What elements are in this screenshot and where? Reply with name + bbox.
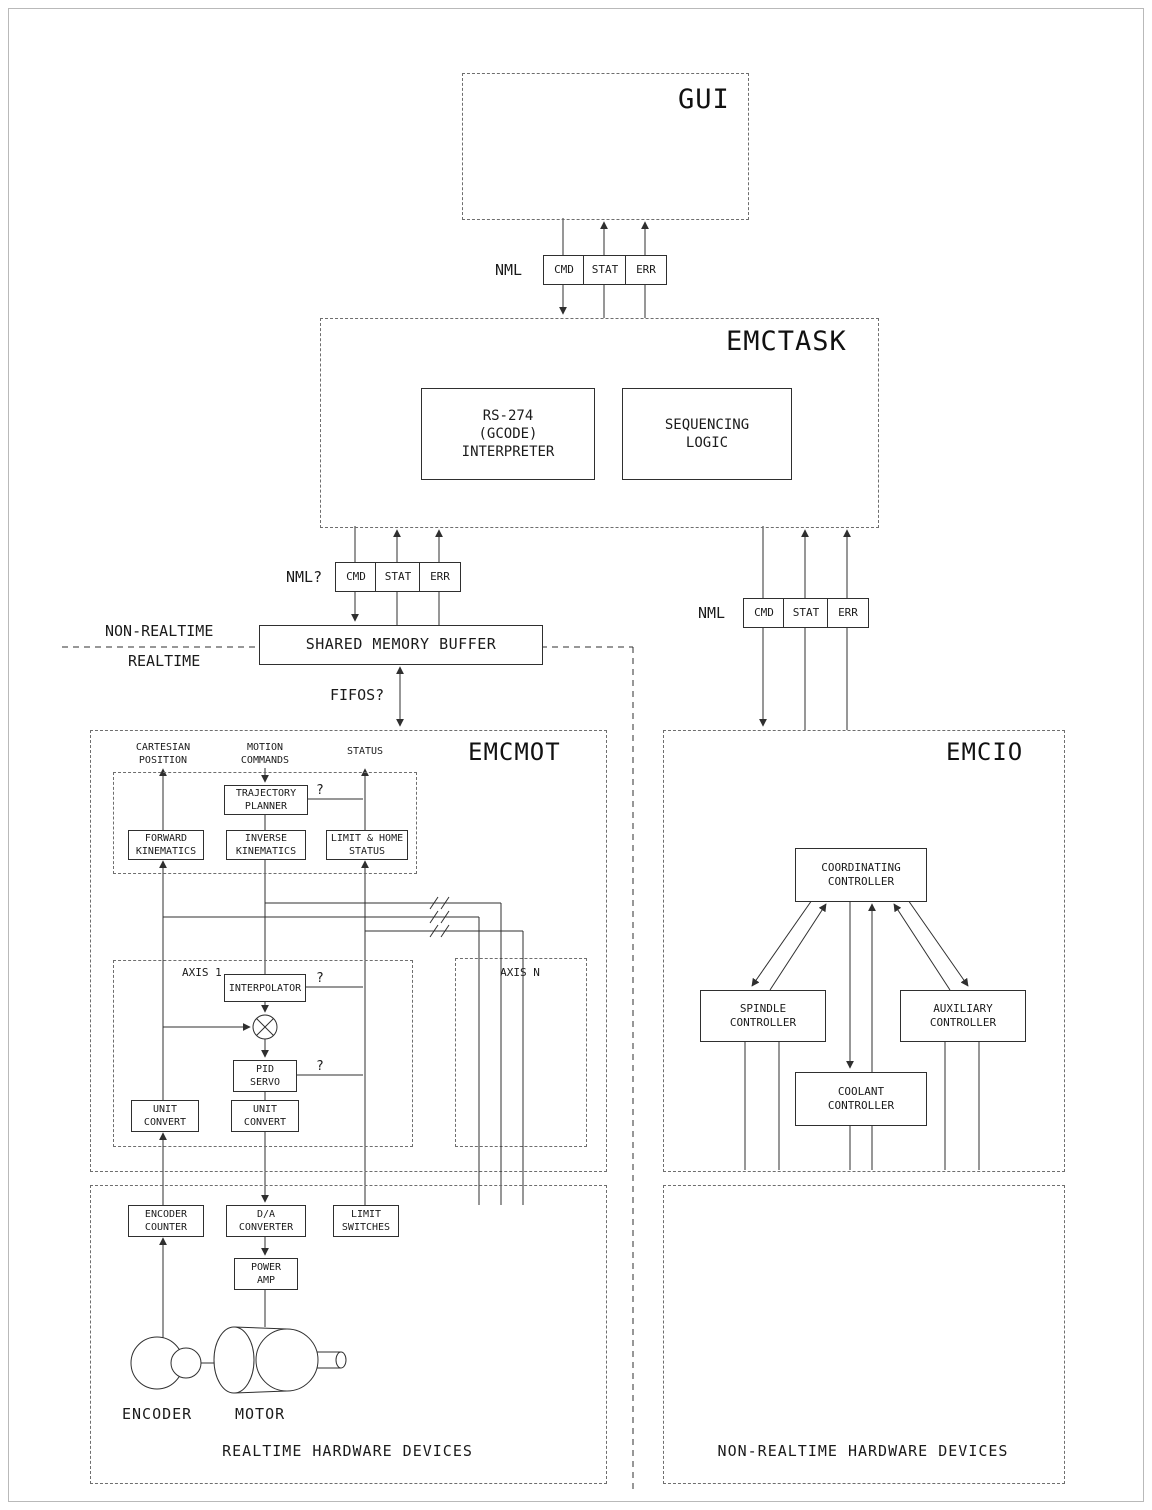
nml-left-cmd-box: CMD bbox=[335, 562, 377, 592]
limit-switches-box: LIMIT SWITCHES bbox=[333, 1205, 399, 1237]
nml-top-stat-box: STAT bbox=[583, 255, 627, 285]
emcio-box bbox=[663, 730, 1065, 1172]
interpolator-box: INTERPOLATOR bbox=[224, 974, 306, 1002]
gui-title: GUI bbox=[678, 84, 730, 115]
trajectory-planner-box: TRAJECTORY PLANNER bbox=[224, 785, 308, 815]
auxiliary-controller-box: AUXILIARY CONTROLLER bbox=[900, 990, 1026, 1042]
nml-left-err-box: ERR bbox=[419, 562, 461, 592]
nml-right-label: NML bbox=[698, 604, 726, 622]
unit-convert-left-box: UNIT CONVERT bbox=[131, 1100, 199, 1132]
emcmot-title: EMCMOT bbox=[468, 738, 561, 766]
sequencing-logic-box: SEQUENCING LOGIC bbox=[622, 388, 792, 480]
emctask-box bbox=[320, 318, 879, 528]
realtime-hardware-box bbox=[90, 1185, 607, 1484]
nonrealtime-hardware-label: NON-REALTIME HARDWARE DEVICES bbox=[717, 1442, 1009, 1460]
gui-box bbox=[462, 73, 749, 220]
cartesian-position-label: CARTESIAN POSITION bbox=[135, 742, 191, 766]
nonrealtime-hardware-box bbox=[663, 1185, 1065, 1484]
summing-junction-icon bbox=[252, 1014, 278, 1040]
question-mark-3: ? bbox=[316, 1059, 324, 1074]
coordinating-controller-box: COORDINATING CONTROLLER bbox=[795, 848, 927, 902]
axisn-label: AXIS N bbox=[500, 966, 540, 979]
emcio-title: EMCIO bbox=[946, 738, 1024, 766]
limit-home-status-box: LIMIT & HOME STATUS bbox=[326, 830, 408, 860]
realtime-divider bbox=[62, 646, 634, 1490]
spindle-controller-box: SPINDLE CONTROLLER bbox=[700, 990, 826, 1042]
nml-top-lines bbox=[559, 218, 649, 318]
nml-top-cmd-box: CMD bbox=[543, 255, 585, 285]
fifos-label: FIFOS? bbox=[330, 686, 385, 704]
nml-top-err-box: ERR bbox=[625, 255, 667, 285]
inverse-kinematics-box: INVERSE KINEMATICS bbox=[226, 830, 306, 860]
nml-top-label: NML bbox=[495, 261, 523, 279]
encoder-label: ENCODER bbox=[122, 1405, 193, 1423]
forward-kinematics-box: FORWARD KINEMATICS bbox=[128, 830, 204, 860]
emcio-lines bbox=[744, 899, 980, 1170]
coolant-controller-box: COOLANT CONTROLLER bbox=[795, 1072, 927, 1126]
emctask-title: EMCTASK bbox=[726, 326, 847, 357]
non-realtime-label: NON-REALTIME bbox=[105, 622, 214, 640]
status-column-label: STATUS bbox=[346, 746, 384, 757]
motion-commands-label: MOTION COMMANDS bbox=[240, 742, 290, 766]
pid-servo-box: PID SERVO bbox=[233, 1060, 297, 1092]
question-mark-1: ? bbox=[316, 783, 324, 798]
unit-convert-mid-box: UNIT CONVERT bbox=[231, 1100, 299, 1132]
da-converter-box: D/A CONVERTER bbox=[226, 1205, 306, 1237]
motor-drawing bbox=[213, 1326, 347, 1394]
nml-left-stat-box: STAT bbox=[375, 562, 421, 592]
axis1-box bbox=[113, 960, 413, 1147]
gcode-interpreter-box: RS-274 (GCODE) INTERPRETER bbox=[421, 388, 595, 480]
kinematics-group-box bbox=[113, 772, 417, 874]
shared-memory-buffer-box: SHARED MEMORY BUFFER bbox=[259, 625, 543, 665]
question-mark-2: ? bbox=[316, 971, 324, 986]
emcmot-box bbox=[90, 730, 607, 1172]
page-border bbox=[8, 8, 1144, 1502]
encoder-counter-box: ENCODER COUNTER bbox=[128, 1205, 204, 1237]
axisn-box bbox=[455, 958, 587, 1147]
axis1-label: AXIS 1 bbox=[182, 966, 222, 979]
nml-right-err-box: ERR bbox=[827, 598, 869, 628]
power-amp-box: POWER AMP bbox=[234, 1258, 298, 1290]
realtime-hardware-label: REALTIME HARDWARE DEVICES bbox=[222, 1442, 473, 1460]
motor-label: MOTOR bbox=[235, 1405, 286, 1423]
nml-left-lines bbox=[351, 526, 443, 625]
nml-right-stat-box: STAT bbox=[783, 598, 829, 628]
realtime-label: REALTIME bbox=[128, 652, 201, 670]
encoder-drawing bbox=[130, 1336, 215, 1390]
nml-left-label: NML? bbox=[286, 568, 323, 586]
nml-right-lines bbox=[759, 526, 851, 730]
nml-right-cmd-box: CMD bbox=[743, 598, 785, 628]
